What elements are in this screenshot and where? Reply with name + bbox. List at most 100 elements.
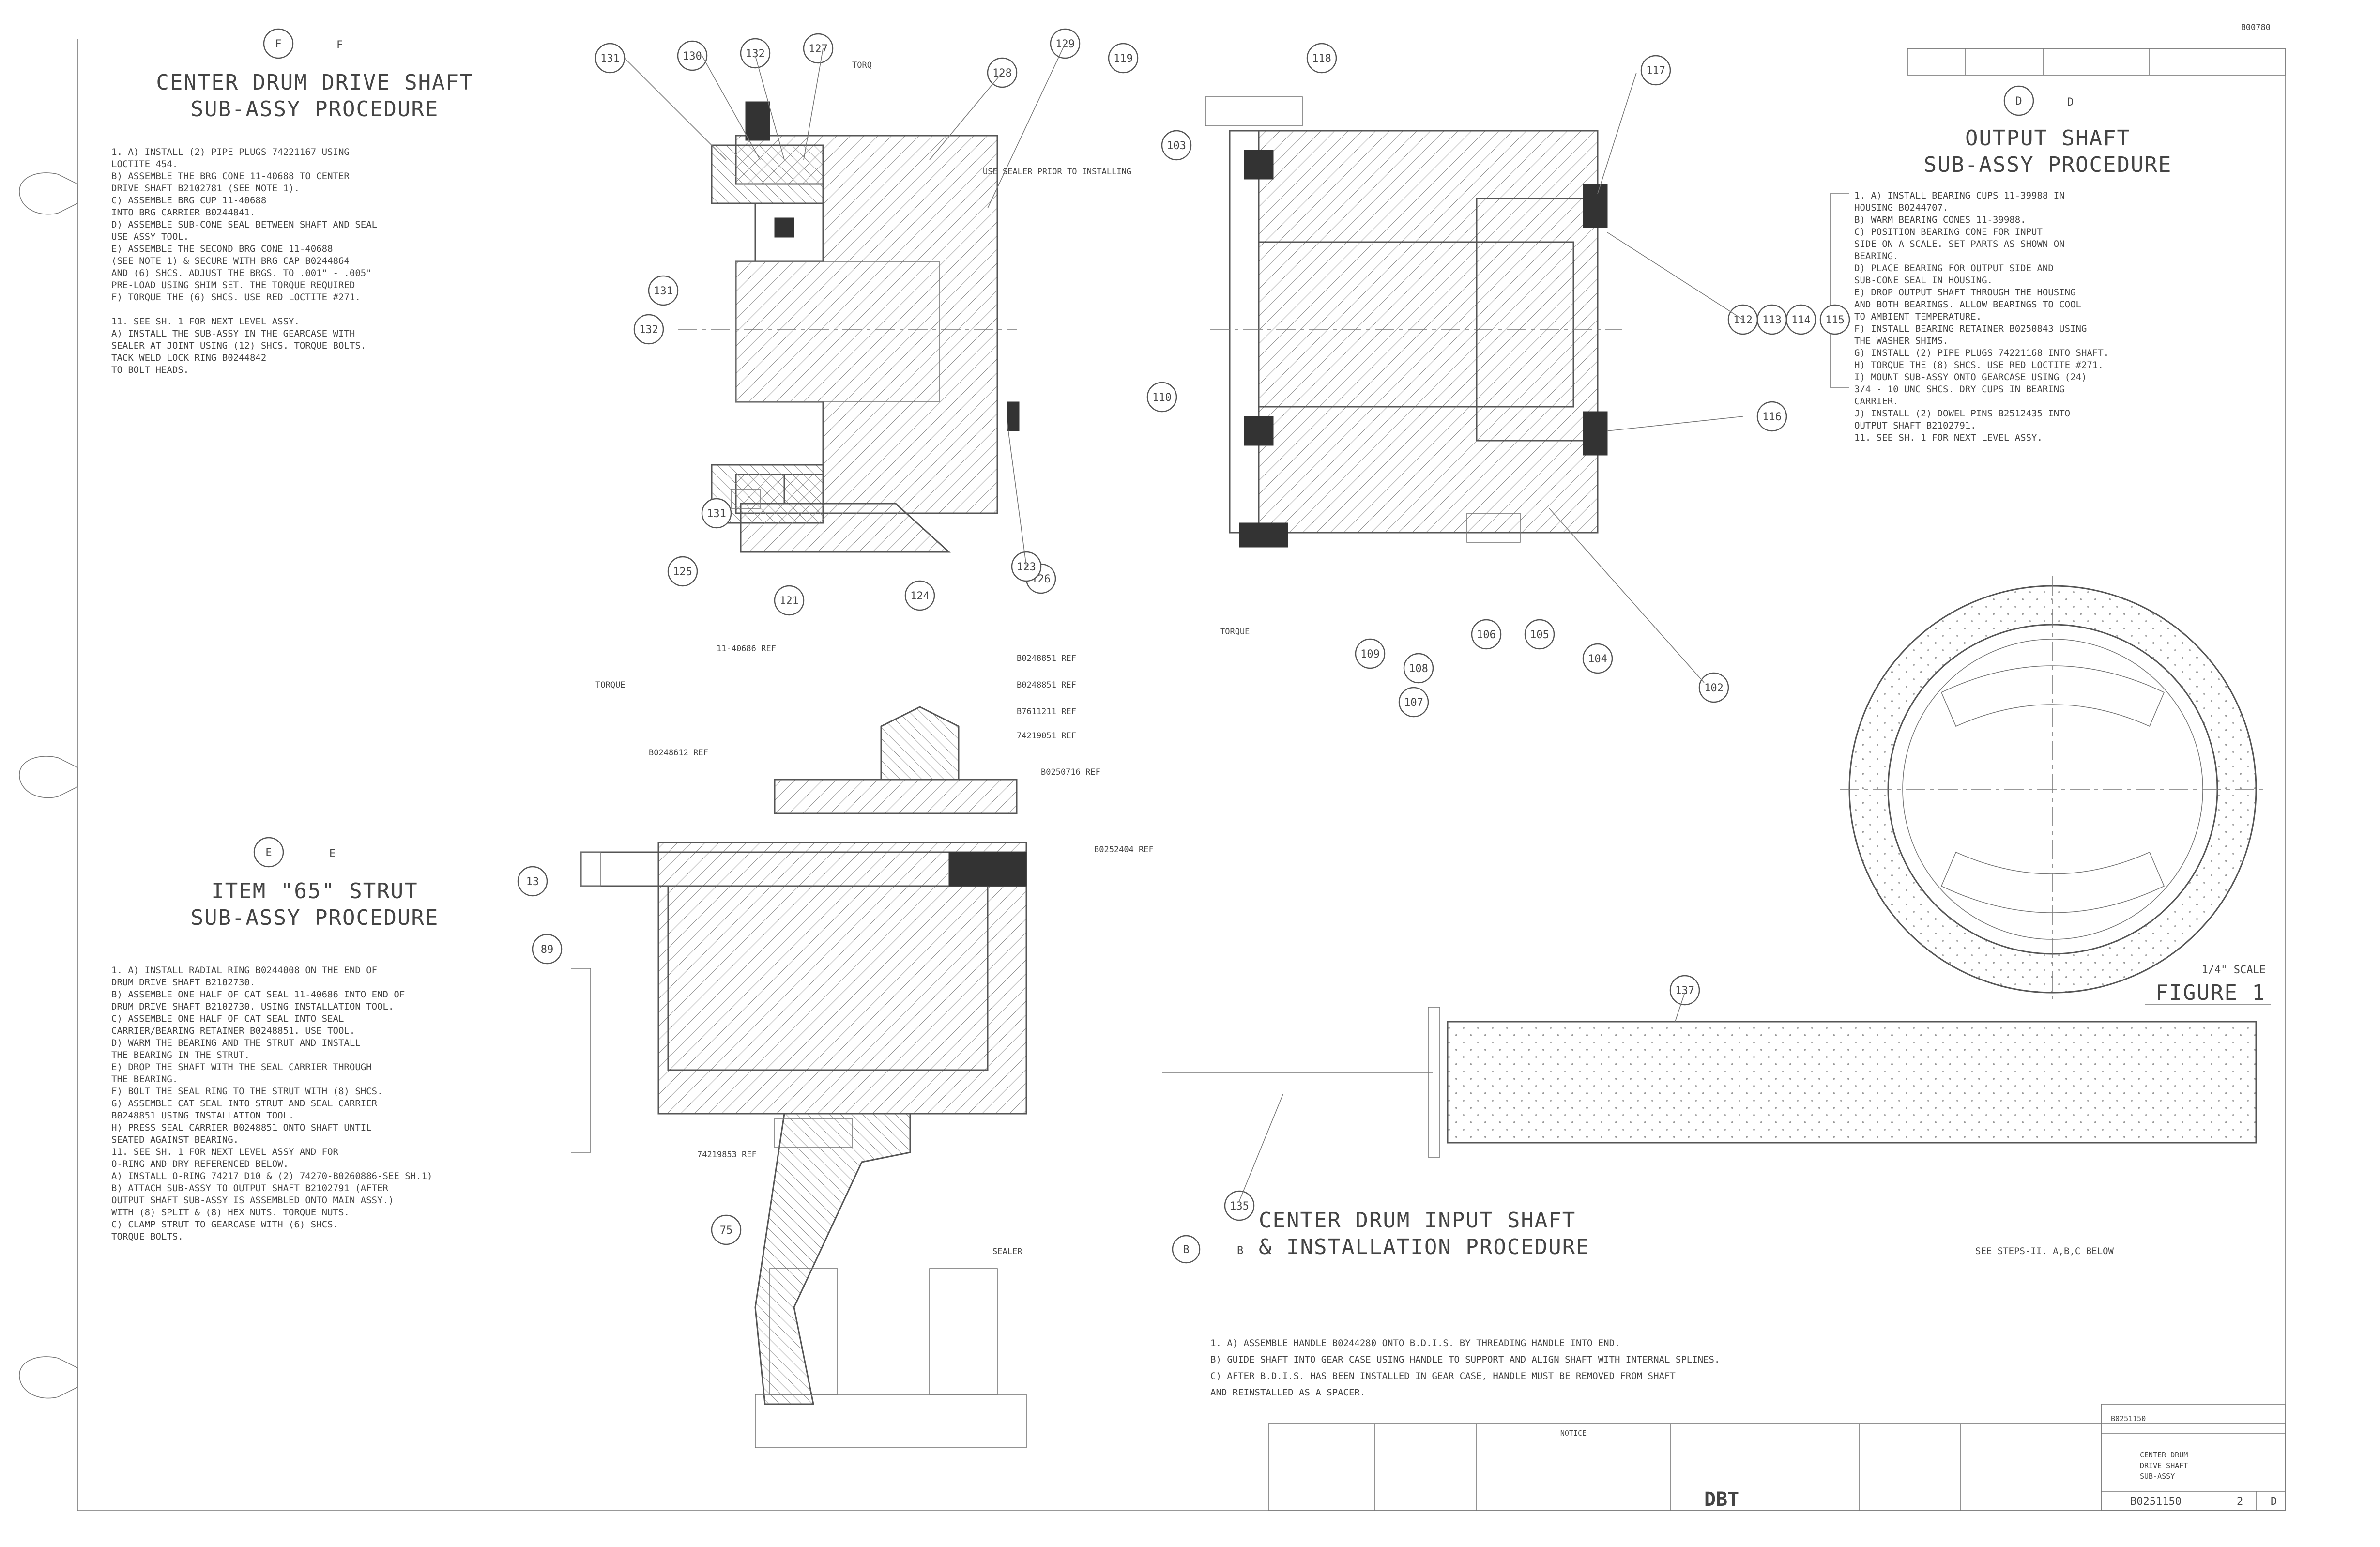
section-d-step-line: C) POSITION BEARING CONE FOR INPUT xyxy=(1854,227,2043,237)
section-d-step-line: J) INSTALL (2) DOWEL PINS B2512435 INTO xyxy=(1854,408,2070,419)
section-b-step-line: B) GUIDE SHAFT INTO GEAR CASE USING HAND… xyxy=(1210,1354,1720,1365)
section-d-bubble xyxy=(2003,85,2034,116)
ref-label: B0248851 REF xyxy=(1017,680,1076,690)
callout-d-number: 113 xyxy=(1762,314,1782,326)
callout-d xyxy=(1306,43,1337,74)
callout-d xyxy=(1698,672,1729,703)
torque-note-1: TORQ xyxy=(852,61,872,70)
callout-d xyxy=(1146,382,1177,413)
svg-text:E: E xyxy=(329,848,336,860)
svg-text:F: F xyxy=(336,39,343,51)
ref-label: 74219853 REF xyxy=(697,1150,757,1160)
section-e-title-1: ITEM "65" STRUT xyxy=(211,879,418,904)
torque-note-2: TORQUE xyxy=(1220,627,1250,637)
callout-d xyxy=(1640,55,1671,86)
section-f-step-line: B) ASSEMBLE THE BRG CONE 11-40688 TO CEN… xyxy=(111,171,350,182)
section-d-step-line: OUTPUT SHAFT B2102791. xyxy=(1854,420,1976,431)
callout-d-number: 106 xyxy=(1477,629,1496,641)
section-e-step-line: OUTPUT SHAFT SUB-ASSY IS ASSEMBLED ONTO … xyxy=(111,1195,394,1206)
callout-f xyxy=(648,275,679,306)
section-f-bubble xyxy=(263,28,294,59)
section-b-procedure: B B CENTER DRUM INPUT SHAFT & INSTALLATI… xyxy=(1172,1208,2114,1398)
section-e-step-line: G) ASSEMBLE CAT SEAL INTO STRUT AND SEAL… xyxy=(111,1098,378,1109)
section-d-procedure: D D OUTPUT SHAFT SUB-ASSY PROCEDURE 1. A… xyxy=(1830,48,2286,443)
callout-d xyxy=(1161,130,1192,161)
callout-f-number: 121 xyxy=(779,595,799,607)
section-f-step-line: INTO BRG CARRIER B0244841. xyxy=(111,207,255,218)
section-f-step-line: A) INSTALL THE SUB-ASSY IN THE GEARCASE … xyxy=(111,328,355,339)
section-f-step-line: C) ASSEMBLE BRG CUP 11-40688 xyxy=(111,195,266,206)
callout-b-number: 135 xyxy=(1230,1200,1249,1212)
callout-f xyxy=(667,556,698,587)
section-d-step-line: 11. SEE SH. 1 FOR NEXT LEVEL ASSY. xyxy=(1854,432,2043,443)
callout-f-number: 131 xyxy=(707,508,726,520)
ref-label: B7611211 REF xyxy=(1017,707,1076,717)
binder-hole-middle xyxy=(19,756,78,798)
section-d-step-line: SIDE ON A SCALE. SET PARTS AS SHOWN ON xyxy=(1854,239,2065,249)
section-f-procedure: F F CENTER DRUM DRIVE SHAFT SUB-ASSY PRO… xyxy=(111,28,473,375)
binder-hole-top xyxy=(19,172,78,215)
callout-d-number: 117 xyxy=(1646,65,1665,77)
section-b-see-steps: SEE STEPS-II. A,B,C BELOW xyxy=(1975,1246,2114,1256)
ref-label: SEALER xyxy=(992,1247,1022,1256)
section-b-steps: 1. A) ASSEMBLE HANDLE B0244280 ONTO B.D.… xyxy=(1210,1338,1720,1398)
callout-f-number: 123 xyxy=(1017,561,1036,573)
callout-d xyxy=(1524,619,1555,650)
callout-f-number: 132 xyxy=(746,48,765,60)
callout-f-number: 124 xyxy=(910,590,930,602)
section-e-step-line: B) ATTACH SUB-ASSY TO OUTPUT SHAFT B2102… xyxy=(111,1183,389,1194)
callout-f-number: 131 xyxy=(600,53,620,65)
callout-f-number: 132 xyxy=(639,324,658,336)
drawing-title-3: SUB-ASSY xyxy=(2140,1472,2175,1481)
callout-f xyxy=(633,314,664,345)
section-f-title-1: CENTER DRUM DRIVE SHAFT xyxy=(156,70,473,95)
section-d-step-line: SUB-CONE SEAL IN HOUSING. xyxy=(1854,275,1993,286)
callout-d-number: 109 xyxy=(1360,648,1380,660)
figure-1-label: FIGURE 1 xyxy=(2155,980,2266,1005)
section-f-step-line: SEALER AT JOINT USING (12) SHCS. TORQUE … xyxy=(111,340,366,351)
revision: D xyxy=(2271,1496,2277,1508)
callout-d xyxy=(1582,643,1613,674)
callout-d-number: 110 xyxy=(1152,392,1172,404)
section-f-step-line: F) TORQUE THE (6) SHCS. USE RED LOCTITE … xyxy=(111,292,361,303)
section-f-step-line: E) ASSEMBLE THE SECOND BRG CONE 11-40688 xyxy=(111,244,333,254)
callout-d-number: 104 xyxy=(1588,653,1607,665)
callout-f xyxy=(701,498,732,529)
section-e-step-line: E) DROP THE SHAFT WITH THE SEAL CARRIER … xyxy=(111,1062,372,1072)
svg-text:B: B xyxy=(1237,1245,1243,1257)
title-block: NOTICE DBT CENTER DRUM DRIVE SHAFT SUB-A… xyxy=(1268,1404,2286,1511)
figure-1-spline-ring: 1/4" SCALE FIGURE 1 xyxy=(1840,576,2271,1005)
callout-d-number: 116 xyxy=(1762,411,1782,423)
section-d-step-line: E) DROP OUTPUT SHAFT THROUGH THE HOUSING xyxy=(1854,287,2076,298)
section-d-step-line: TO AMBIENT TEMPERATURE. xyxy=(1854,311,1982,322)
callout-e-number: 13 xyxy=(526,876,539,888)
callout-d xyxy=(1785,304,1816,335)
section-f-step-line: LOCTITE 454. xyxy=(111,159,178,169)
section-e-step-line: C) CLAMP STRUT TO GEARCASE WITH (6) SHCS… xyxy=(111,1219,338,1230)
section-e-step-line: THE BEARING. xyxy=(111,1074,178,1085)
section-e-steps: 1. A) INSTALL RADIAL RING B0244008 ON TH… xyxy=(111,965,432,1242)
drawing-b-input-shaft xyxy=(1162,1007,2257,1158)
callout-d-number: 108 xyxy=(1409,663,1428,675)
section-e-step-line: H) PRESS SEAL CARRIER B0248851 ONTO SHAF… xyxy=(111,1122,372,1133)
notice-header: NOTICE xyxy=(1560,1429,1587,1438)
callout-f xyxy=(904,580,935,611)
ref-label: B0248612 REF xyxy=(649,748,708,758)
callout-d xyxy=(1108,43,1139,74)
section-f-step-line: DRIVE SHAFT B2102781 (SEE NOTE 1). xyxy=(111,183,300,194)
callout-f-number: 128 xyxy=(992,67,1012,79)
section-b-step-line: AND REINSTALLED AS A SPACER. xyxy=(1210,1387,1365,1398)
section-e-step-line: C) ASSEMBLE ONE HALF OF CAT SEAL INTO SE… xyxy=(111,1013,344,1024)
section-d-step-line: THE WASHER SHIMS. xyxy=(1854,336,1948,346)
callout-d-number: 115 xyxy=(1825,314,1845,326)
callout-f xyxy=(774,585,805,616)
callout-b xyxy=(1224,1190,1255,1221)
section-b-title-1: CENTER DRUM INPUT SHAFT xyxy=(1259,1208,1576,1233)
binder-hole-bottom xyxy=(19,1356,78,1399)
callout-d-number: 118 xyxy=(1312,53,1331,65)
section-e-step-line: WITH (8) SPLIT & (8) HEX NUTS. TORQUE NU… xyxy=(111,1207,350,1218)
svg-text:F: F xyxy=(275,38,281,50)
section-e-step-line: A) INSTALL O-RING 74217 D10 & (2) 74270-… xyxy=(111,1171,432,1181)
section-f-step-line: PRE-LOAD USING SHIM SET. THE TORQUE REQU… xyxy=(111,280,355,291)
section-e-step-line: D) WARM THE BEARING AND THE STRUT AND IN… xyxy=(111,1038,361,1048)
